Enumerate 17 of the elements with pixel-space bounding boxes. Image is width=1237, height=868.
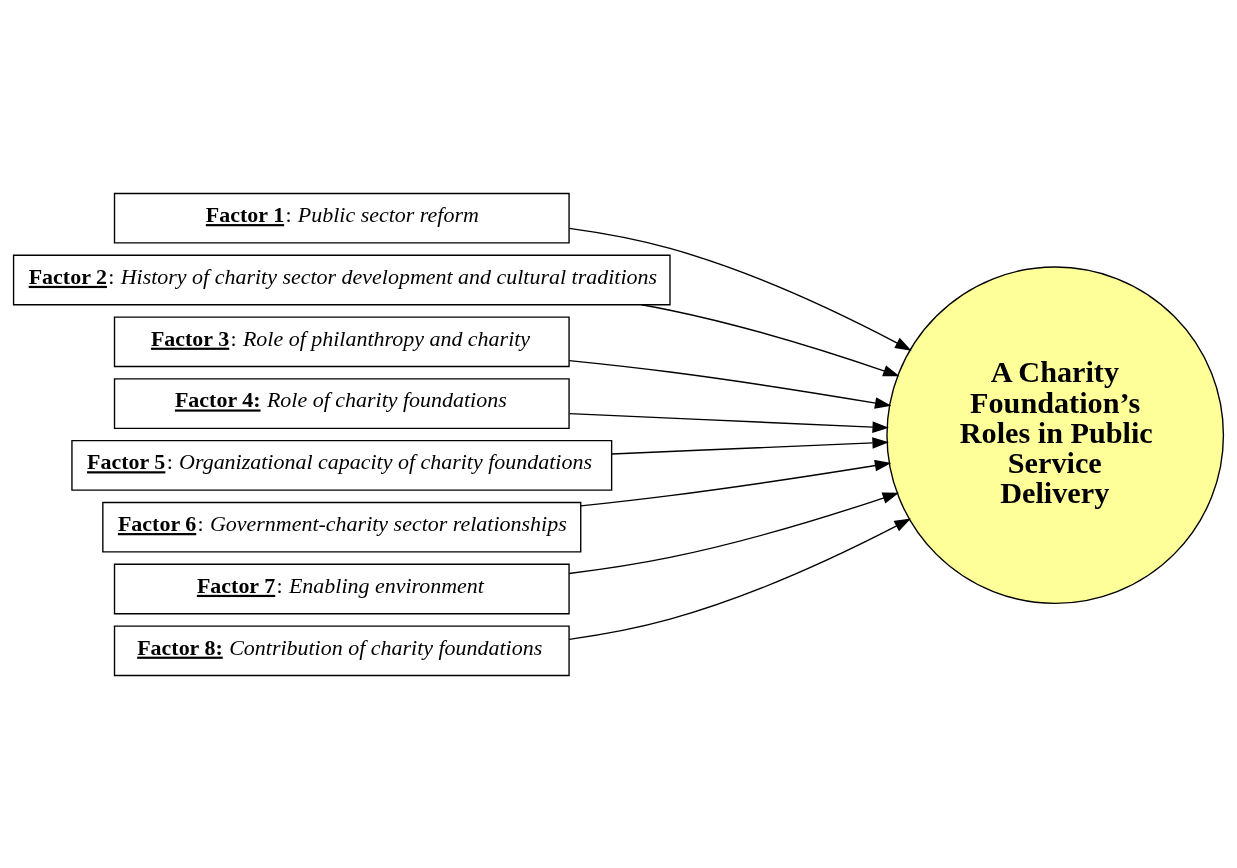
arrow [568, 359, 892, 409]
node-box: Factor 7: Enabling environment [113, 563, 570, 614]
node-box: Factor 6: Government-charity sector relationships [102, 501, 582, 553]
arrow [611, 436, 889, 455]
node-circle: A Charity Foundation’s Roles in Public Service Delivery [886, 265, 1225, 604]
node-box: Factor 1: Public sector reform [113, 192, 570, 244]
arrow [568, 492, 900, 574]
arrow [568, 412, 889, 433]
node-box: Factor 3: Role of philanthropy and charity [113, 315, 570, 367]
node-box: Factor 4: Role of charity foundations [113, 377, 570, 429]
node-box: Factor 2: History of charity sector development and cultural traditions [12, 254, 671, 305]
arrow [640, 303, 900, 376]
arrow [568, 518, 911, 640]
node-box: Factor 5: Organizational capacity of charity foundations [71, 439, 613, 491]
arrow [580, 459, 892, 507]
node-box: Factor 8: Contribution of charity foundations [113, 624, 570, 676]
arrow [568, 227, 912, 351]
